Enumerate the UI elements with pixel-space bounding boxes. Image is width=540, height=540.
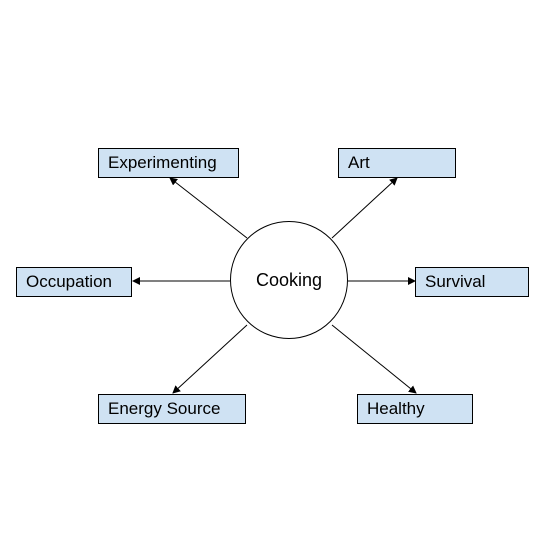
node-survival: Survival: [415, 267, 529, 297]
node-occupation: Occupation: [16, 267, 132, 297]
node-label: Healthy: [367, 399, 425, 418]
node-energy-source: Energy Source: [98, 394, 246, 424]
center-node-cooking: Cooking: [230, 221, 348, 339]
arrow-to-energy-source: [172, 324, 248, 394]
arrow-to-art: [331, 177, 398, 239]
arrow-to-experimenting: [169, 177, 248, 239]
node-label: Art: [348, 153, 370, 172]
node-healthy: Healthy: [357, 394, 473, 424]
node-label: Occupation: [26, 272, 112, 291]
arrow-to-healthy: [331, 324, 417, 394]
node-label: Experimenting: [108, 153, 217, 172]
node-label: Energy Source: [108, 399, 221, 418]
center-node-label: Cooking: [255, 269, 323, 290]
node-art: Art: [338, 148, 456, 178]
node-label: Survival: [425, 272, 486, 291]
node-experimenting: Experimenting: [98, 148, 239, 178]
